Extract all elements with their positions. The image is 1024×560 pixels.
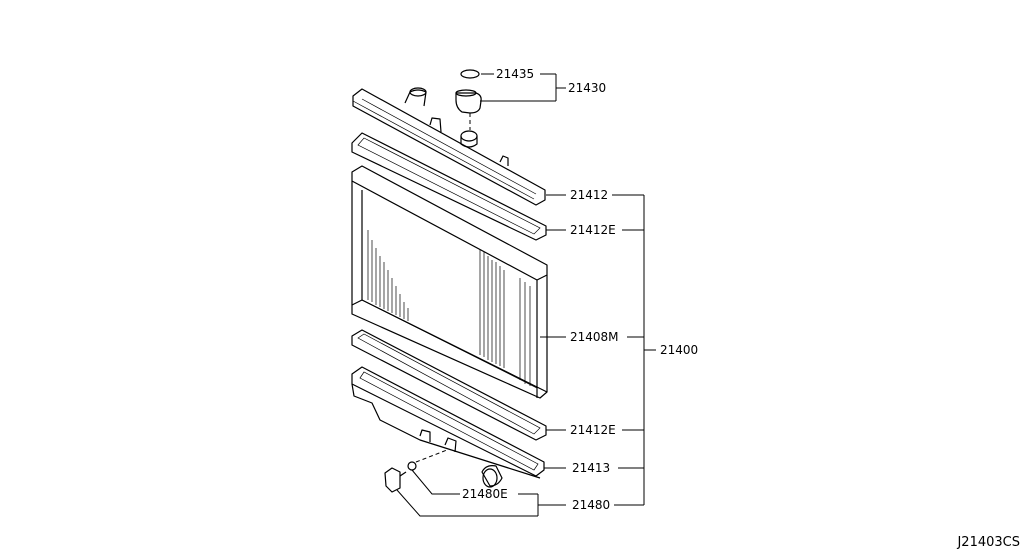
lower-tank-21413: [351, 366, 545, 488]
upper-seal-21412E: [351, 132, 547, 241]
label-21400: 21400: [660, 343, 698, 357]
drain-seal-21480E: [407, 461, 417, 471]
label-21408M: 21408M: [570, 330, 619, 344]
label-21412: 21412: [570, 188, 608, 202]
lower-seal-21412E: [351, 329, 547, 441]
label-21430: 21430: [568, 81, 606, 95]
radiator-core-21408M: [351, 165, 548, 399]
cap-seal-21435: [460, 69, 480, 79]
leader-lines: [396, 73, 656, 517]
label-21412E-top: 21412E: [570, 223, 616, 237]
label-21413: 21413: [572, 461, 610, 475]
upper-tank-21412: [352, 87, 546, 206]
label-21480E: 21480E: [462, 487, 508, 501]
drain-cock-21480: [384, 467, 407, 493]
label-21412E-bottom: 21412E: [570, 423, 616, 437]
label-21480: 21480: [572, 498, 610, 512]
radiator-cap-21430: [455, 89, 482, 114]
diagram-code: J21403CS: [956, 535, 1020, 550]
label-21435: 21435: [496, 67, 534, 81]
